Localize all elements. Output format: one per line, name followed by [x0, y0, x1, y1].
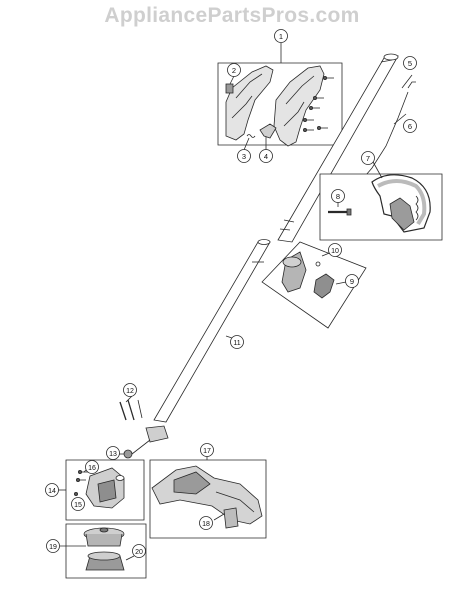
- svg-text:8: 8: [336, 192, 340, 201]
- spring-part: [246, 134, 256, 138]
- callout-15: 15: [71, 497, 85, 511]
- svg-text:4: 4: [264, 152, 268, 161]
- callout-13: 13: [106, 446, 120, 460]
- lower-shaft: [153, 239, 271, 423]
- upper-shaft: [277, 53, 399, 243]
- svg-text:12: 12: [126, 388, 134, 395]
- callout-12: 12: [123, 383, 137, 397]
- handle-half-left: [225, 65, 274, 141]
- callout-9: 9: [345, 274, 359, 288]
- svg-text:5: 5: [408, 59, 412, 68]
- svg-text:3: 3: [242, 152, 246, 161]
- callout-2: 2: [227, 63, 241, 77]
- callout-6: 6: [403, 119, 417, 133]
- svg-text:10: 10: [331, 248, 339, 255]
- callout-layer: 1 2 3 4 5 6 7 8 9 10 11 12 13 14 15 16 1…: [45, 29, 417, 558]
- callout-11: 11: [230, 335, 244, 349]
- callout-8: 8: [331, 189, 345, 203]
- callout-3: 3: [237, 149, 251, 163]
- trigger-part: [259, 123, 277, 139]
- switch-part: [225, 83, 234, 94]
- svg-text:11: 11: [233, 340, 240, 347]
- callout-16: 16: [85, 460, 99, 474]
- callout-18: 18: [199, 516, 213, 530]
- loop-handle-group: [319, 159, 443, 241]
- callout-14: 14: [45, 483, 59, 497]
- callout-17: 17: [200, 443, 214, 457]
- svg-text:19: 19: [49, 544, 57, 551]
- clamp-group: [261, 241, 367, 329]
- handle-assembly-group: [217, 43, 343, 151]
- callout-19: 19: [46, 539, 60, 553]
- callout-20: 20: [132, 544, 146, 558]
- svg-text:1: 1: [279, 32, 283, 41]
- bolt-part: [328, 208, 352, 216]
- clamp-knob: [313, 273, 335, 299]
- callout-5: 5: [403, 56, 417, 70]
- watermark-text: AppliancePartsPros.com: [104, 4, 360, 27]
- handle-half-right: [273, 65, 325, 147]
- shield-bolt-part: [119, 395, 143, 421]
- screw-set: [302, 76, 334, 132]
- svg-text:13: 13: [109, 451, 117, 458]
- svg-text:9: 9: [350, 277, 354, 286]
- detail-box-19: [65, 523, 147, 579]
- svg-text:15: 15: [74, 502, 82, 509]
- svg-text:16: 16: [88, 465, 96, 472]
- svg-text:18: 18: [202, 521, 210, 528]
- svg-text:14: 14: [48, 488, 56, 495]
- svg-text:7: 7: [366, 154, 370, 163]
- shaft-coupler: [114, 425, 169, 459]
- callout-10: 10: [328, 243, 342, 257]
- motor-housing-group: [58, 459, 145, 521]
- svg-text:2: 2: [232, 66, 236, 75]
- callout-7: 7: [361, 151, 375, 165]
- svg-text:17: 17: [203, 448, 211, 455]
- guard-clamp: [223, 507, 239, 529]
- svg-text:20: 20: [135, 549, 143, 556]
- svg-text:6: 6: [408, 122, 412, 131]
- guard-group: [149, 452, 267, 539]
- callout-4: 4: [259, 149, 273, 163]
- callout-1: 1: [274, 29, 288, 43]
- spool-head-group: [60, 523, 147, 579]
